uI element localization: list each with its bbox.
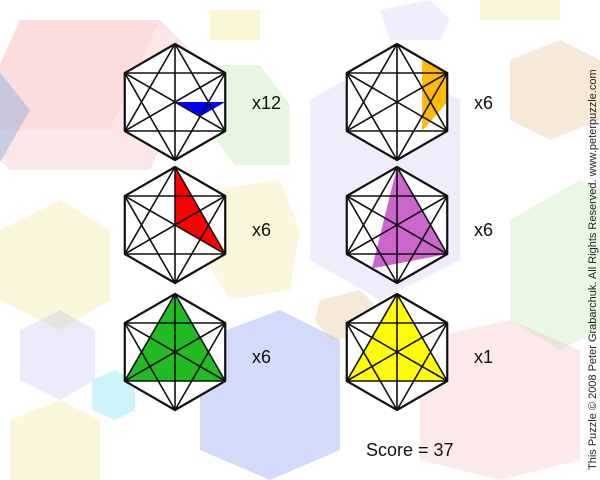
hexagon-outline [123,292,227,412]
grid-line [174,166,226,255]
multiplier-label: x12 [252,93,282,113]
grid-line [124,166,176,255]
grid-line [124,195,226,255]
grid-line [124,72,226,132]
grid-line [174,43,226,132]
puzzle-tile-green[interactable] [110,287,240,417]
grid-line [346,43,398,132]
grid-line [346,322,398,411]
grid-line [174,293,226,382]
grid-line [346,166,398,255]
grid-line [396,293,448,382]
hexagon-outline [123,42,227,162]
hexagon-outline [123,165,227,285]
multiplier-label: x1 [474,347,494,367]
hexagon-outline [345,292,449,412]
grid-line [346,195,448,255]
grid-line [174,72,226,161]
puzzle-tile-red[interactable] [110,160,240,290]
grid-line [124,72,176,161]
grid-line [124,293,176,382]
puzzle-tile-orange[interactable] [332,37,462,167]
grid-line [174,195,226,284]
grid-line [346,322,448,382]
grid-line [124,195,176,284]
grid-line [124,322,176,411]
grid-line [346,195,398,284]
grid-line [396,43,448,132]
hexagon-outline [345,42,449,162]
multiplier-label: x6 [252,220,272,240]
copyright-text: This Puzzle © 2008 Peter Grabarchuk. All… [587,69,599,470]
grid-line [396,166,448,255]
grid-line [396,195,448,284]
multiplier-label: x6 [252,347,272,367]
blue-piece [175,102,226,117]
puzzle-tile-yellow[interactable] [332,287,462,417]
score-label: Score = 37 [366,440,454,460]
grid-line [124,43,176,132]
puzzle-tile-purple[interactable] [332,160,462,290]
hexagon-outline [345,165,449,285]
grid-line [346,72,448,132]
multiplier-label: x6 [474,93,494,113]
grid-line [396,72,448,161]
puzzle-tile-blue[interactable] [110,37,240,167]
grid-line [346,293,398,382]
grid-line [174,322,226,411]
grid-line [124,322,226,382]
multiplier-label: x6 [474,220,494,240]
grid-line [396,322,448,411]
grid-line [346,72,398,161]
